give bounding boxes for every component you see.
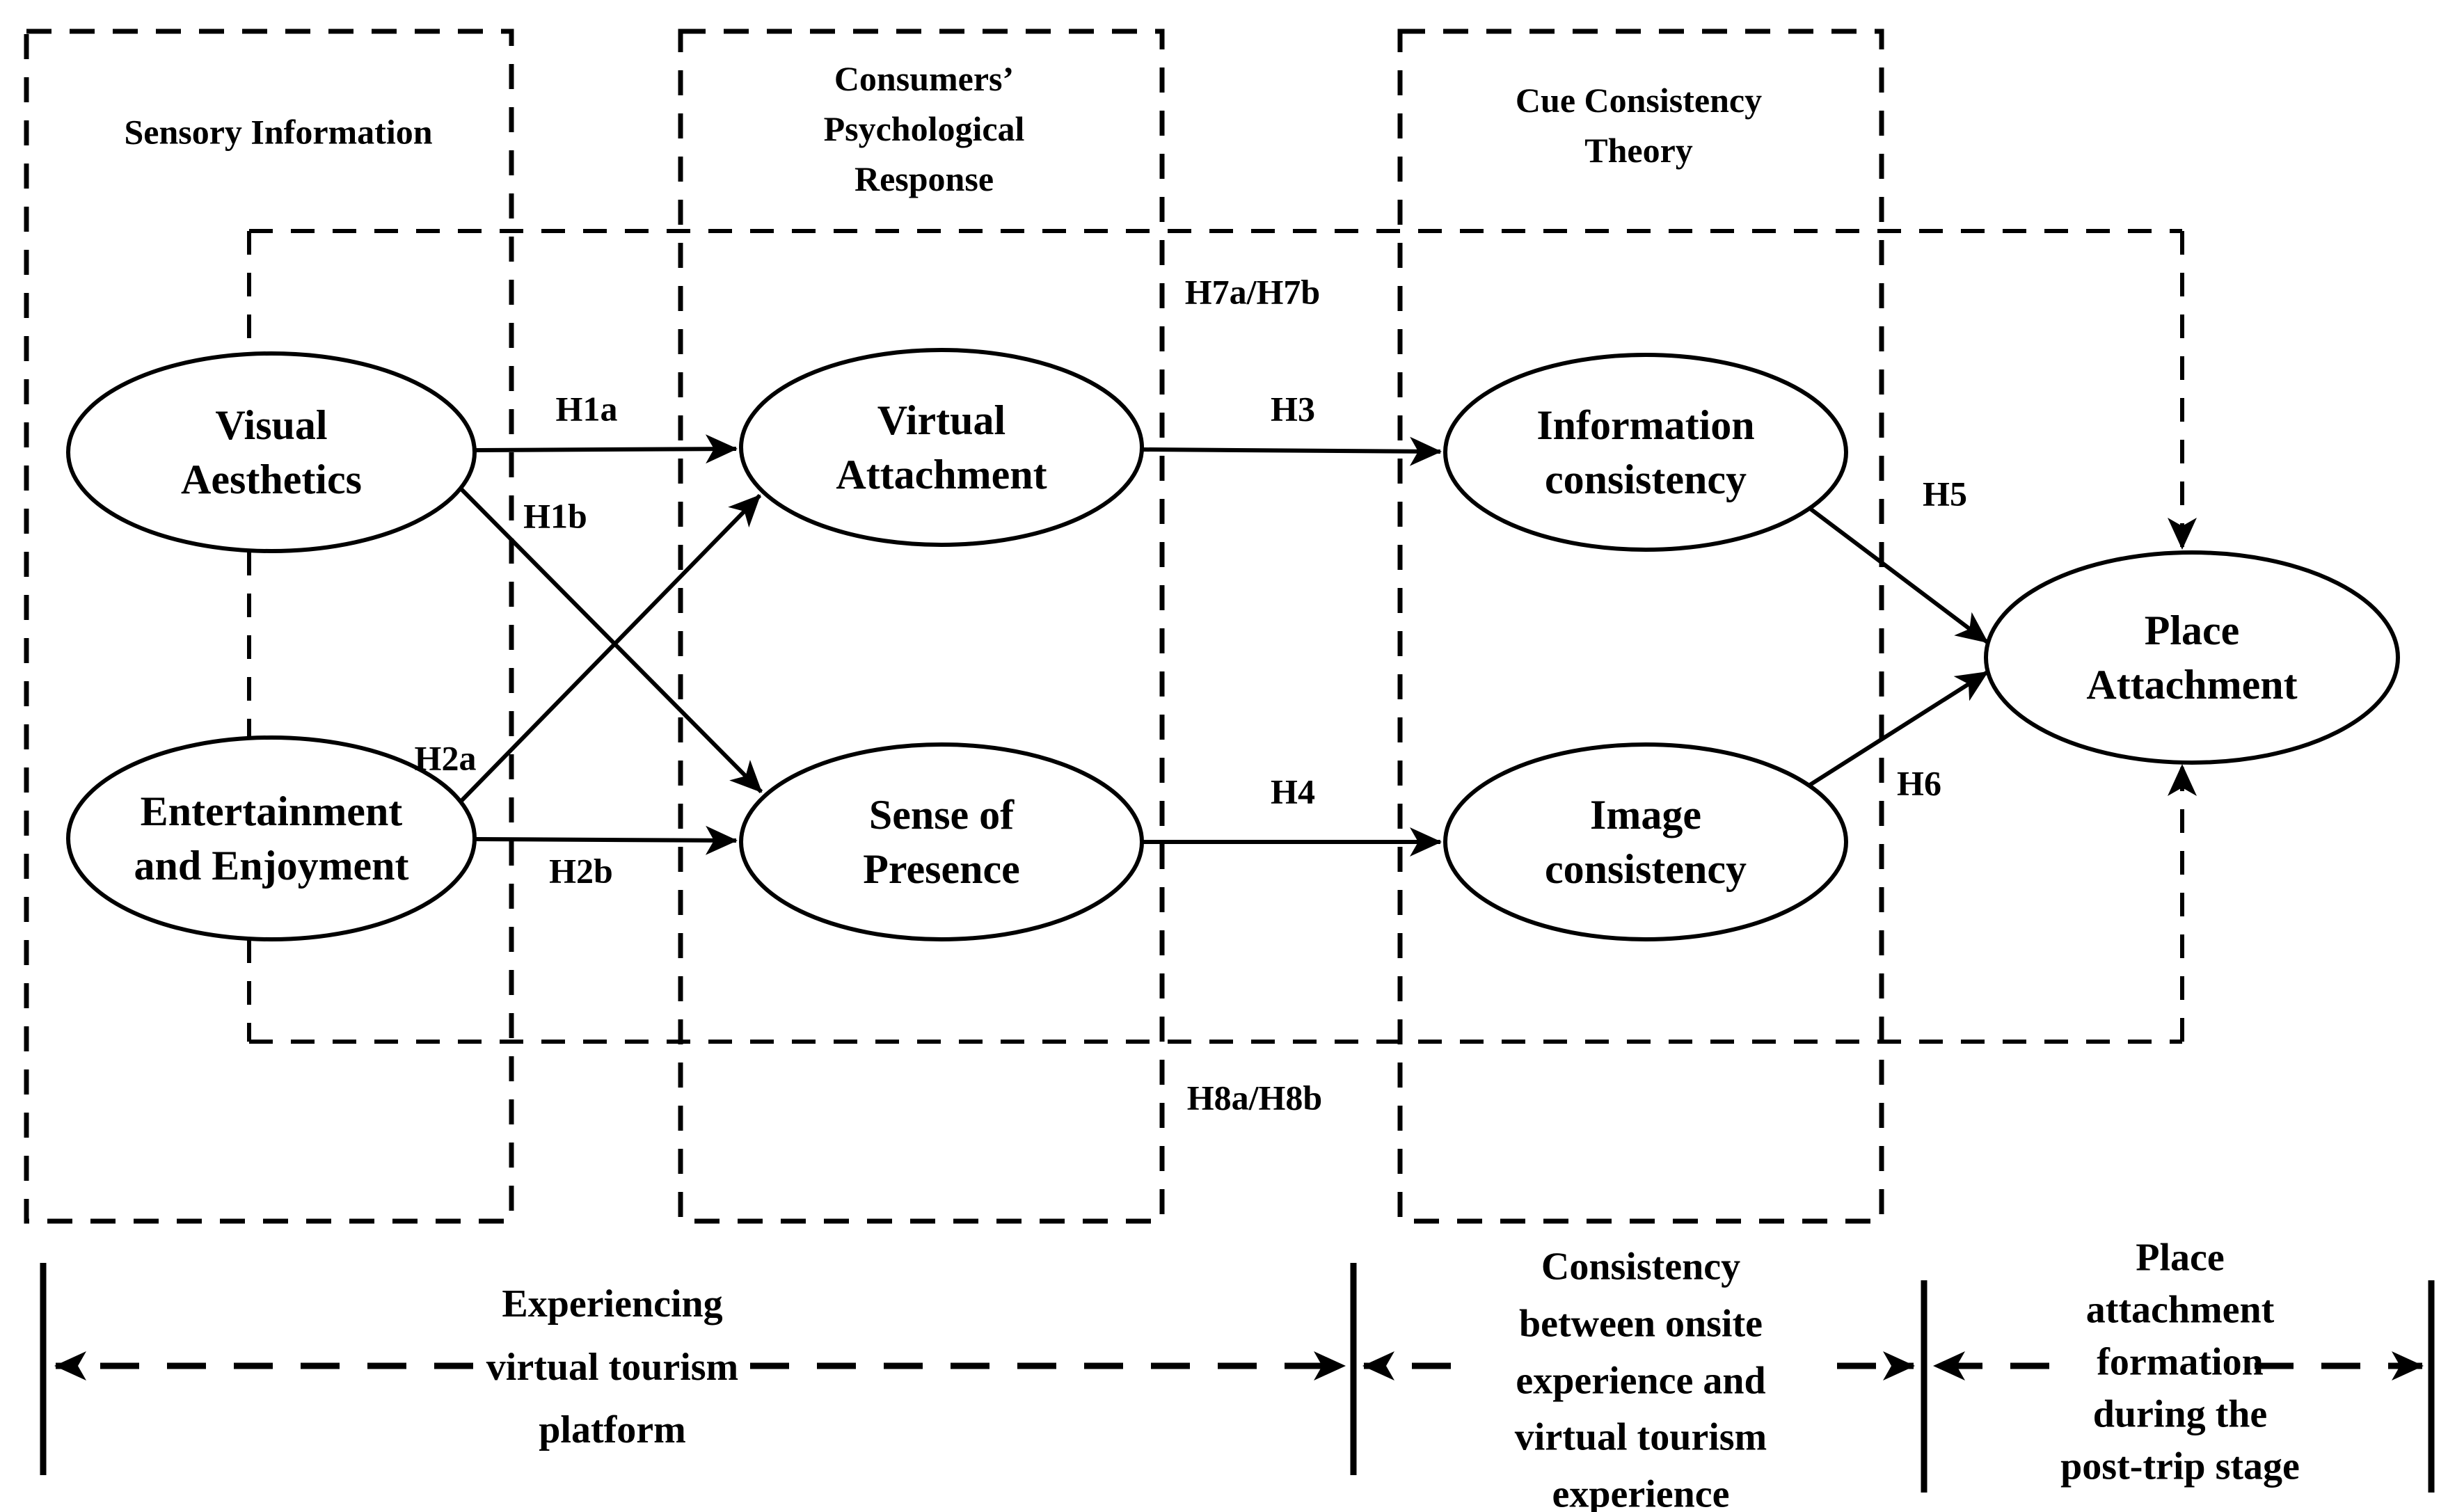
path-h3 xyxy=(1143,436,1442,466)
construct-ellipse-sense-of-presence xyxy=(739,742,1144,941)
construct-ellipse-entertainment-and-enjoyment xyxy=(66,735,477,941)
construct-ellipse-visual-aesthetics xyxy=(66,351,477,553)
stage-label-experiencing-virtual-tourism-platform: Experiencing virtual tourism platform xyxy=(486,1282,739,1452)
construct-ellipse-image-consistency xyxy=(1443,742,1848,941)
construct-ellipse-virtual-attachment xyxy=(739,348,1144,547)
group-box-sensory-information xyxy=(24,29,514,1224)
construct-ellipse-information-consistency xyxy=(1443,353,1848,552)
group-title-sensory-information: Sensory Information xyxy=(124,112,433,152)
hypothesis-label-h2a: H2a xyxy=(414,738,477,778)
group-title-consumers-psychological-response: Consumers’ Psychological Response xyxy=(823,59,1025,198)
group-box-cue-consistency-theory xyxy=(1397,29,1884,1224)
hypothesis-label-h8a-h8b: H8a/H8b xyxy=(1186,1078,1323,1117)
group-box-consumers-psychological-response xyxy=(678,29,1165,1224)
hypothesis-label-h1b: H1b xyxy=(523,496,587,536)
path-h6 xyxy=(1809,670,1989,787)
path-h1b xyxy=(459,486,763,794)
construct-label-place-attachment: Place Attachment xyxy=(2086,607,2298,708)
stage-label-consistency-between-experiences: Consistency between onsite experience an… xyxy=(1514,1245,1767,1512)
path-h2b xyxy=(475,825,738,855)
construct-label-visual-aesthetics: Visual Aesthetics xyxy=(181,402,362,502)
hypothesis-label-h2b: H2b xyxy=(549,851,613,891)
construct-label-sense-of-presence: Sense of Presence xyxy=(863,792,1020,892)
stage-label-place-attachment-formation-post-trip: Place attachment formation during the po… xyxy=(2060,1236,2300,1488)
construct-ellipse-place-attachment xyxy=(1984,550,2400,765)
hypothesis-label-h1a: H1a xyxy=(555,389,618,429)
construct-label-entertainment-and-enjoyment: Entertainment and Enjoyment xyxy=(134,788,409,889)
construct-label-image-consistency: Image consistency xyxy=(1545,792,1747,892)
path-h1a xyxy=(475,434,738,464)
hypothesis-label-h5: H5 xyxy=(1923,474,1967,514)
hypothesis-label-h6: H6 xyxy=(1897,763,1941,803)
hypothesis-label-h3: H3 xyxy=(1271,389,1315,429)
construct-label-virtual-attachment: Virtual Attachment xyxy=(836,397,1047,498)
path-h5 xyxy=(1808,506,1989,644)
path-h2a xyxy=(459,493,762,804)
construct-label-information-consistency: Information consistency xyxy=(1536,402,1755,502)
hypothesis-label-h7a-h7b: H7a/H7b xyxy=(1184,272,1321,312)
group-title-cue-consistency-theory: Cue Consistency Theory xyxy=(1515,81,1763,170)
hypothesis-label-h4: H4 xyxy=(1271,772,1315,811)
